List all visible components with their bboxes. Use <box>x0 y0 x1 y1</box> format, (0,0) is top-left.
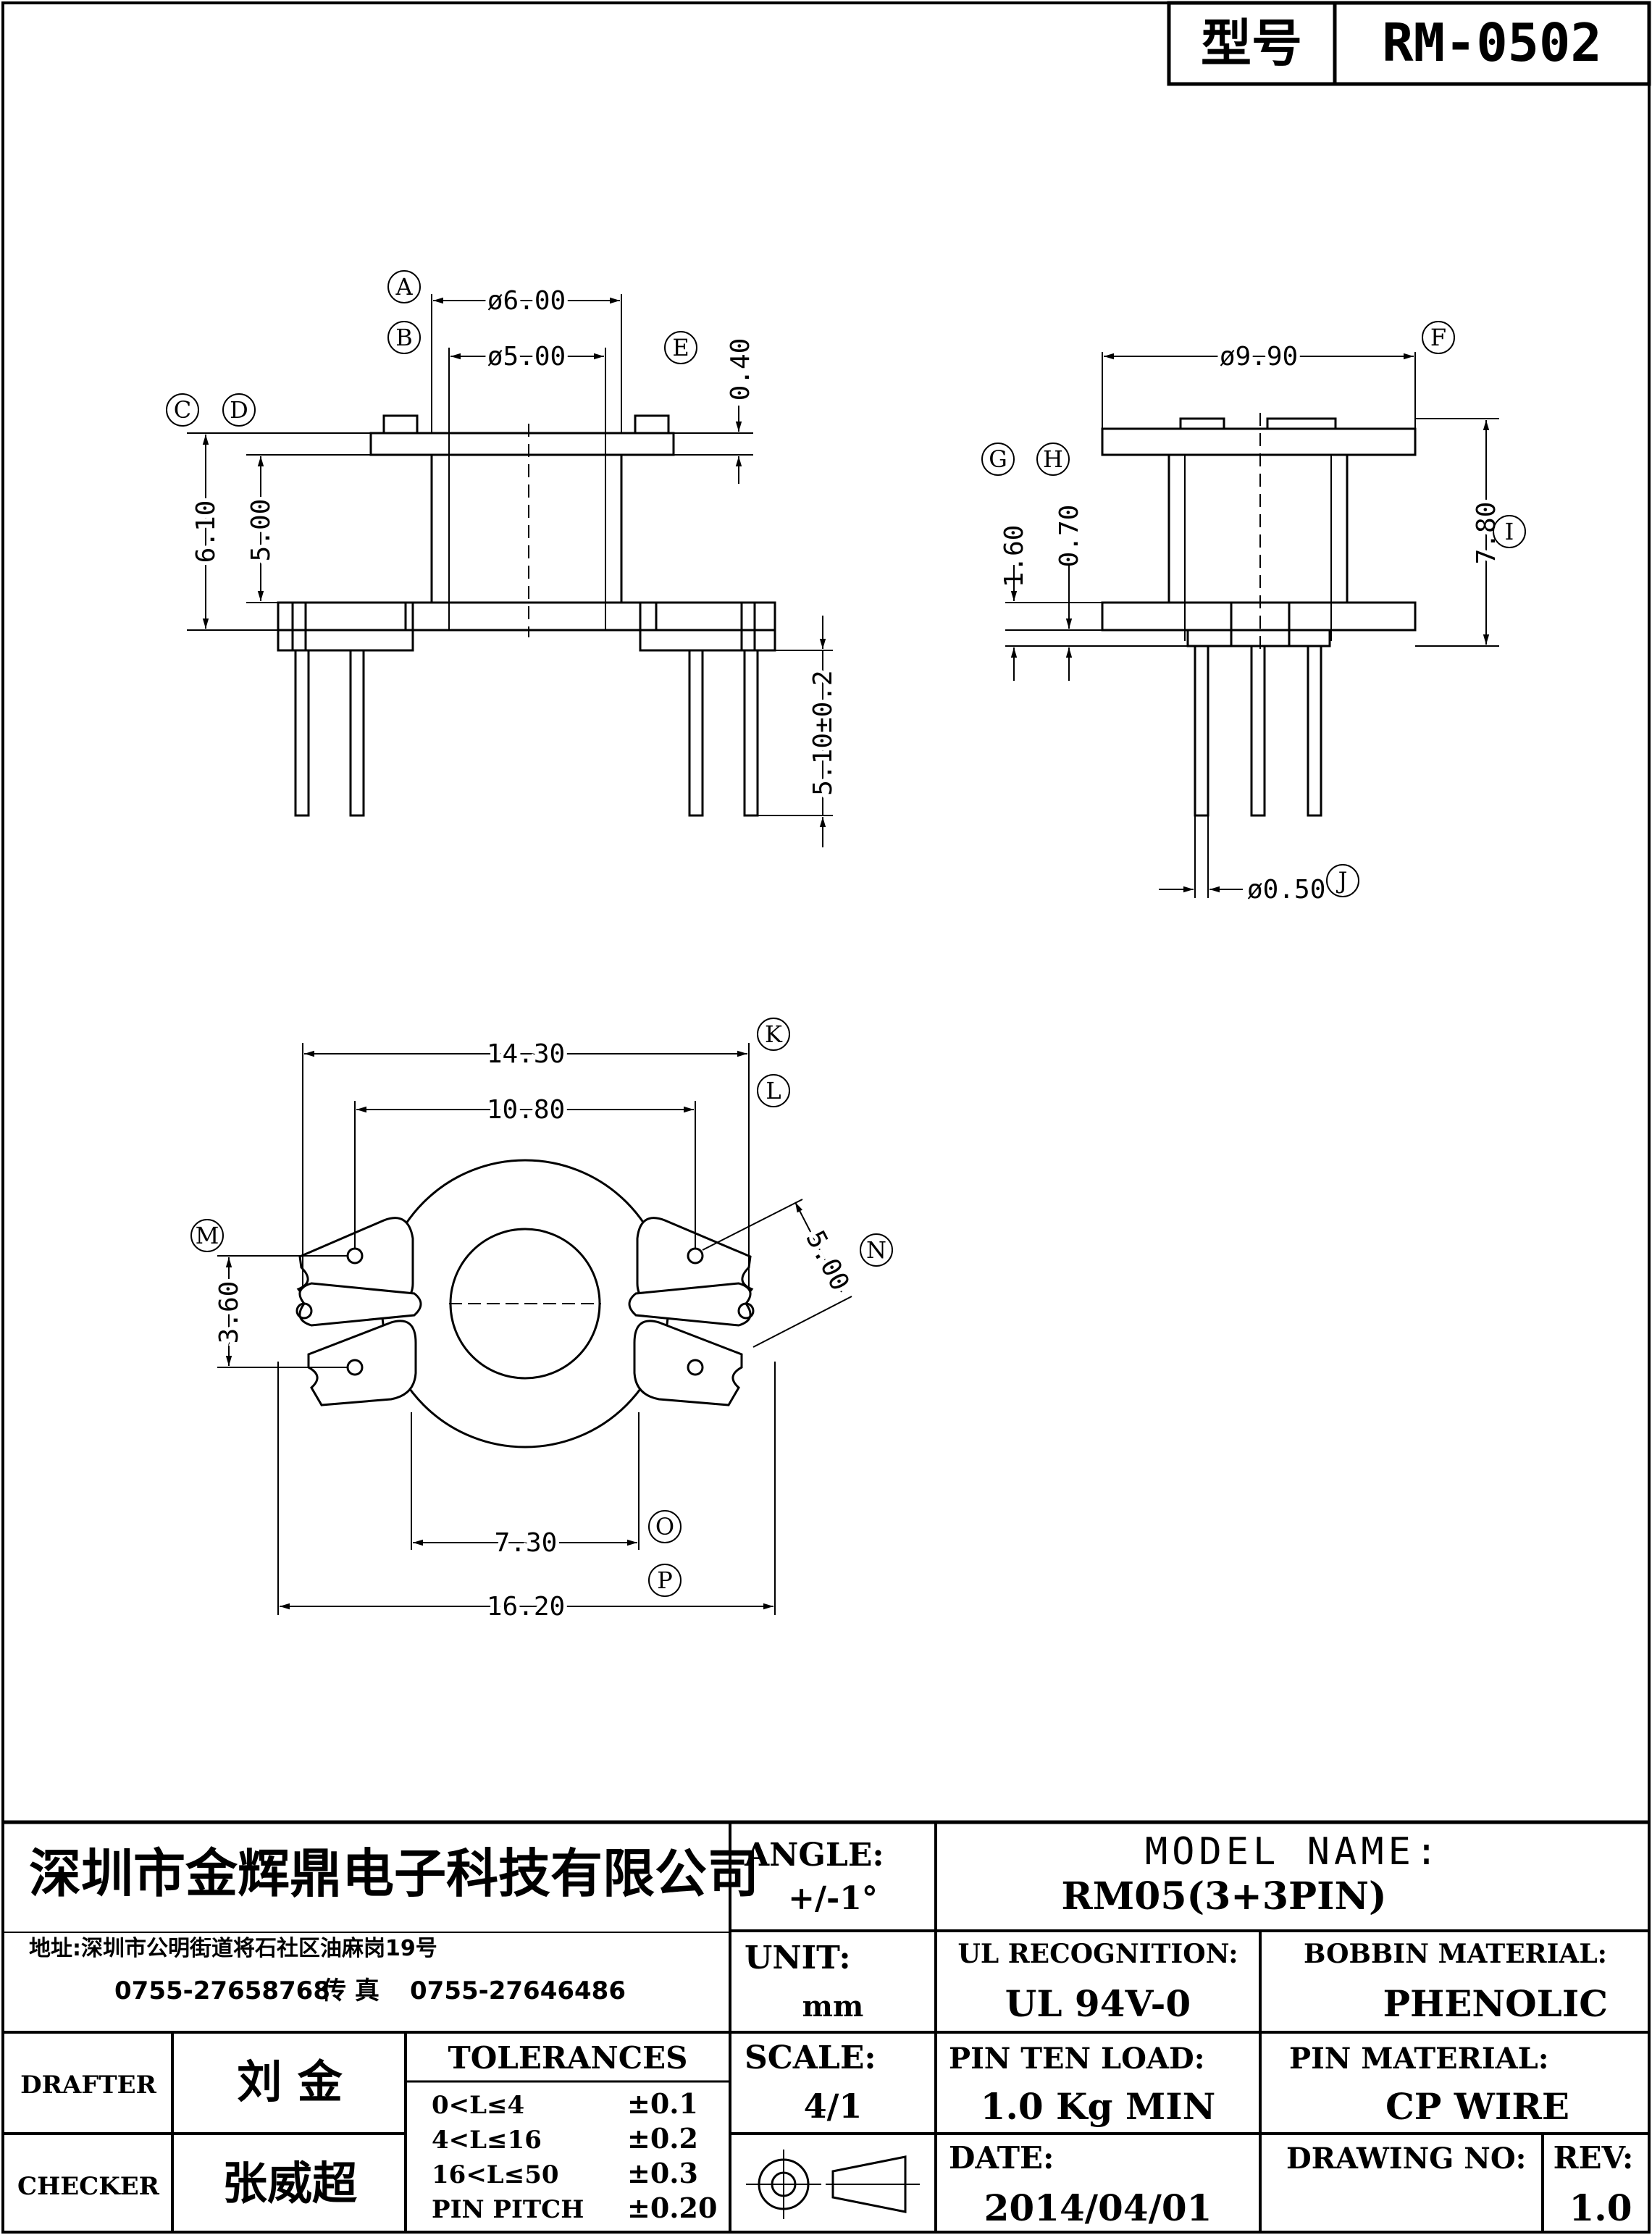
bottom-view-dimensions <box>217 1043 852 1615</box>
callout-l: L <box>766 1077 781 1104</box>
rev-label: REV: <box>1554 2140 1634 2176</box>
scale-value: 4/1 <box>804 2087 863 2126</box>
tolerance-range-4: PIN PITCH <box>432 2195 584 2224</box>
side-view <box>1101 413 1417 817</box>
callout-e: E <box>672 334 689 361</box>
dim-f-text: ø9.90 <box>1220 342 1298 372</box>
dim-h-text: 0.70 <box>1054 505 1084 568</box>
callout-f: F <box>1430 324 1446 351</box>
bottom-view-dimension-text: 14.30 10.80 3.60 5.00 7.30 16.20 <box>211 1036 858 1625</box>
tolerances-table: TOLERANCES 0<L≤4 ±0.1 4<L≤16 ±0.2 16<L≤5… <box>432 2040 717 2224</box>
header-model-box: 型号 RM-0502 <box>1167 1 1651 86</box>
angle-value: +/-1° <box>788 1880 878 1917</box>
projection-symbol-icon <box>746 2150 920 2219</box>
dim-c-text: 6.10 <box>191 500 221 563</box>
front-view-dimension-text: ø6.00 ø5.00 0.40 6.10 5.00 5.10±0.2 <box>188 282 842 800</box>
tolerance-value-2: ±0.2 <box>627 2122 698 2155</box>
model-name-label: MODEL NAME: <box>1145 1830 1442 1874</box>
dim-a-text: ø6.00 <box>487 286 566 316</box>
bobbin-material-label: BOBBIN MATERIAL: <box>1304 1939 1607 1969</box>
callout-p: P <box>657 1567 673 1594</box>
dim-o-text: 7.30 <box>495 1528 558 1558</box>
front-view <box>277 414 776 817</box>
dim-d-text: 5.00 <box>246 499 276 562</box>
dim-b-text: ø5.00 <box>487 342 566 372</box>
angle-unit-scale-section: ANGLE: +/-1° UNIT: mm SCALE: 4/1 <box>744 1837 884 2126</box>
callout-n: N <box>866 1236 886 1264</box>
tolerance-range-1: 0<L≤4 <box>432 2091 524 2120</box>
company-name: 深圳市金辉鼎电子科技有限公司 <box>29 1842 759 1904</box>
dim-e-text: 0.40 <box>726 338 755 401</box>
dim-n-text: 5.00 <box>800 1226 855 1296</box>
callout-m: M <box>196 1222 219 1249</box>
drafter-label: DRAFTER <box>20 2071 156 2100</box>
dim-l-text: 10.80 <box>487 1095 565 1125</box>
date-label: DATE: <box>949 2140 1054 2176</box>
dim-j-text: ø0.50 <box>1247 875 1325 905</box>
ul-recognition-label: UL RECOGNITION: <box>958 1939 1238 1969</box>
pin-material-label: PIN MATERIAL: <box>1289 2042 1549 2076</box>
tolerance-range-3: 16<L≤50 <box>432 2160 559 2189</box>
company-section: 深圳市金辉鼎电子科技有限公司 地址:深圳市公明街道将石社区油麻岗19号 0755… <box>29 1842 759 2005</box>
date-value: 2014/04/01 <box>984 2186 1212 2229</box>
model-name-section: MODEL NAME: RM05(3+3PIN) <box>1061 1830 1442 1919</box>
checker-label: CHECKER <box>17 2172 160 2201</box>
model-number: RM-0502 <box>1382 12 1601 73</box>
drawing-no-label: DRAWING NO: <box>1286 2142 1526 2176</box>
company-fax: 0755-27646486 <box>410 1976 626 2005</box>
company-phone: 0755-27658768 <box>114 1976 330 2005</box>
callout-b: B <box>395 324 413 351</box>
dim-i-text: 7.80 <box>1472 502 1501 565</box>
callout-o: O <box>655 1513 674 1540</box>
bottom-view <box>295 1159 755 1448</box>
tolerance-value-4: ±0.20 <box>627 2192 717 2224</box>
callout-k: K <box>765 1020 783 1048</box>
callout-i: I <box>1505 518 1514 545</box>
bobbin-material-value: PHENOLIC <box>1383 1982 1608 2025</box>
title-block <box>3 1820 1649 2232</box>
date-drawing-rev-section: DATE: 2014/04/01 DRAWING NO: REV: 1.0 <box>949 2140 1633 2229</box>
pin-material-value: CP WIRE <box>1385 2085 1569 2128</box>
pin-ten-load-label: PIN TEN LOAD: <box>949 2042 1204 2076</box>
callout-j: J <box>1336 867 1348 894</box>
model-name-value: RM05(3+3PIN) <box>1061 1874 1386 1919</box>
unit-label: UNIT: <box>745 1940 851 1976</box>
ul-bobbin-section: UL RECOGNITION: UL 94V-0 BOBBIN MATERIAL… <box>958 1939 1609 2025</box>
ul-recognition-value: UL 94V-0 <box>1005 1982 1191 2025</box>
angle-label: ANGLE: <box>744 1837 884 1874</box>
front-view-dimensions <box>187 294 833 847</box>
front-view-callouts: A B E C D <box>166 270 697 427</box>
tolerance-range-2: 4<L≤16 <box>432 2126 542 2155</box>
people-section: DRAFTER 刘 金 CHECKER 张威超 <box>17 2055 358 2210</box>
dim-g-text: 1.60 <box>999 525 1029 588</box>
dim-pin-length-text: 5.10±0.2 <box>808 670 838 795</box>
unit-value: mm <box>802 1989 864 2024</box>
pin-section: PIN TEN LOAD: 1.0 Kg MIN PIN MATERIAL: C… <box>949 2042 1569 2128</box>
side-view-dimensions <box>1005 352 1499 898</box>
callout-g: G <box>989 445 1007 473</box>
callout-c: C <box>174 396 191 424</box>
checker-name: 张威超 <box>222 2157 358 2210</box>
company-address: 地址:深圳市公明街道将石社区油麻岗19号 <box>29 1936 437 1961</box>
dim-k-text: 14.30 <box>487 1039 565 1069</box>
side-view-dimension-text: ø9.90 7.80 1.60 0.70 ø0.50 <box>999 338 1505 905</box>
type-label: 型号 <box>1201 13 1302 73</box>
bottom-view-callouts: K L M N O P <box>190 1018 893 1597</box>
tolerance-value-3: ±0.3 <box>627 2157 698 2189</box>
side-view-callouts: F G H I J <box>981 321 1526 897</box>
callout-d: D <box>230 396 248 424</box>
dim-p-text: 16.20 <box>487 1592 565 1622</box>
callout-a: A <box>395 273 413 301</box>
rev-value: 1.0 <box>1569 2186 1632 2229</box>
callout-h: H <box>1043 445 1063 473</box>
tolerance-value-1: ±0.1 <box>627 2087 698 2120</box>
dim-m-text: 3.60 <box>214 1281 244 1344</box>
fax-label: 传 真 <box>321 1976 380 2005</box>
scale-label: SCALE: <box>745 2039 876 2076</box>
tolerances-title: TOLERANCES <box>448 2040 687 2076</box>
pin-ten-load-value: 1.0 Kg MIN <box>981 2085 1216 2128</box>
drafter-name: 刘 金 <box>237 2055 343 2108</box>
